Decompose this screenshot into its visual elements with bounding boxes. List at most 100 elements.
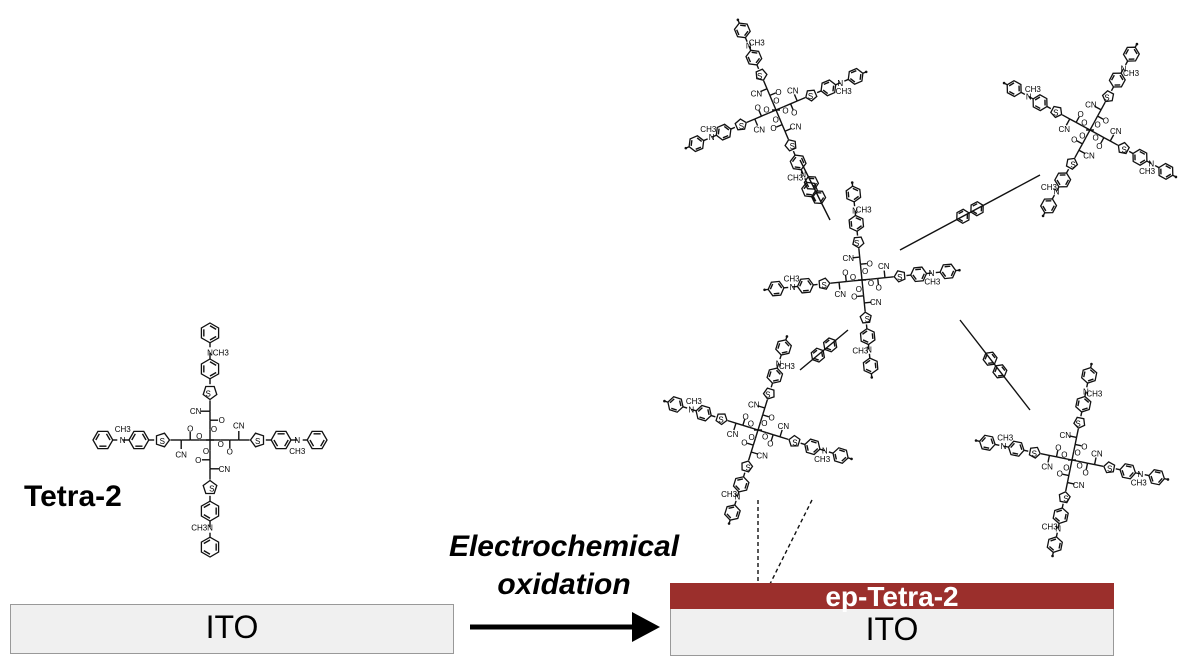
nitrile-bond	[1048, 455, 1049, 462]
sulfur-atom-label: S	[1053, 109, 1058, 118]
bond	[797, 98, 805, 101]
sulfur-atom-label: S	[1063, 494, 1068, 503]
bond	[859, 248, 860, 257]
double-bond	[1020, 444, 1022, 449]
nitrile-label: CN	[1058, 125, 1070, 134]
double-bond	[811, 441, 816, 443]
nitrile-bond	[780, 430, 782, 437]
sulfur-atom-label: S	[205, 389, 210, 398]
double-bond	[945, 266, 951, 267]
sulfur-atom-label: S	[1070, 160, 1075, 169]
chain-end-dot	[1042, 215, 1045, 218]
bond	[791, 101, 798, 104]
biphenyl-linker	[800, 160, 830, 220]
bond	[1070, 460, 1072, 468]
double-bond	[1151, 476, 1153, 481]
sulfur-atom-label: S	[792, 438, 797, 447]
oxygen-atom-label: O	[1103, 117, 1109, 126]
sulfur-atom-label: S	[765, 391, 770, 400]
double-bond	[822, 352, 823, 357]
bond	[1072, 452, 1074, 460]
chain-end-dot	[737, 19, 740, 22]
double-bond	[699, 417, 704, 419]
methyl-label: CH3	[1131, 478, 1148, 487]
chain-end-dot	[1175, 176, 1178, 179]
oxygen-atom-label: O	[1081, 442, 1087, 451]
nitrile-bond	[884, 271, 885, 278]
methyl-label: CH3	[115, 425, 132, 434]
methyl-label: CH3	[700, 125, 717, 134]
ito-substrate-left: ITO	[10, 604, 454, 654]
nitrogen-atom-label: N	[1001, 442, 1007, 451]
methyl-label: CH3	[852, 346, 869, 355]
nitrile-label: CN	[1060, 431, 1072, 440]
nitrile-label: CN	[219, 465, 231, 474]
nitrile-label: CN	[190, 407, 202, 416]
methyl-label: CH3	[784, 274, 801, 283]
double-bond	[875, 363, 876, 369]
nitrogen-atom-label: N	[207, 523, 213, 532]
sulfur-atom-label: S	[757, 72, 762, 81]
methyl-label: CH3	[924, 278, 941, 287]
sulfur-atom-label: S	[1122, 145, 1127, 154]
methyl-label: CH3	[779, 362, 796, 371]
bond	[758, 422, 761, 430]
bond	[1066, 483, 1068, 491]
oxygen-atom-label: O	[851, 293, 857, 302]
methyl-label: CH3	[836, 87, 853, 96]
methyl-label: CH3	[1139, 167, 1156, 176]
bond	[1086, 130, 1090, 138]
ito-substrate-right: ITO	[670, 606, 1114, 656]
nitrile-label: CN	[748, 401, 760, 410]
oxygen-atom-label: O	[1063, 464, 1069, 473]
carbonyl-bond	[1077, 141, 1083, 144]
chain-end-dot	[663, 400, 666, 403]
bond	[773, 435, 780, 437]
double-bond	[833, 86, 834, 92]
bond	[1110, 141, 1118, 145]
chain-end-dot	[1051, 555, 1054, 558]
chain-end-dot	[958, 269, 961, 272]
oxygen-atom-label: O	[769, 414, 775, 423]
double-bond	[851, 221, 852, 227]
double-bond	[1065, 514, 1066, 520]
methyl-label: CH3	[213, 349, 230, 358]
nitrile-label: CN	[233, 422, 245, 431]
sulfur-atom-label: S	[739, 122, 744, 131]
bond	[1088, 463, 1095, 464]
bond	[1067, 476, 1068, 483]
oxygen-atom-label: O	[867, 259, 873, 268]
bond	[860, 257, 861, 264]
double-bond	[834, 342, 835, 347]
oxygen-atom-label: O	[773, 116, 779, 125]
methyl-label: CH3	[814, 455, 831, 464]
double-bond	[806, 194, 812, 195]
nitrogen-atom-label: N	[709, 133, 715, 142]
nitrile-label: CN	[1091, 449, 1103, 458]
bond	[780, 437, 788, 440]
bond	[1104, 138, 1110, 141]
sulfur-atom-label: S	[209, 485, 214, 494]
double-bond	[680, 401, 681, 407]
ep-film-layer: ep-Tetra-2	[670, 583, 1114, 609]
bond	[830, 282, 839, 283]
double-bond	[1084, 372, 1085, 378]
double-bond	[769, 371, 771, 376]
double-bond	[807, 445, 808, 451]
double-bond	[718, 129, 719, 135]
oxygen-atom-label: O	[868, 279, 874, 288]
chain-end-dot	[1136, 43, 1139, 46]
chain-end-dot	[870, 376, 873, 379]
bond	[767, 89, 770, 96]
nitrile-label: CN	[1085, 100, 1097, 109]
double-bond	[782, 352, 788, 353]
bond	[864, 296, 865, 303]
double-bond	[1082, 408, 1087, 410]
oxygen-atom-label: O	[227, 448, 233, 457]
nitrile-label: CN	[778, 422, 790, 431]
oxygen-atom-label: O	[187, 424, 193, 433]
carbonyl-bond	[747, 443, 753, 445]
oxygen-atom-label: O	[782, 106, 788, 115]
bond	[871, 278, 878, 279]
methyl-label: CH3	[1025, 85, 1042, 94]
